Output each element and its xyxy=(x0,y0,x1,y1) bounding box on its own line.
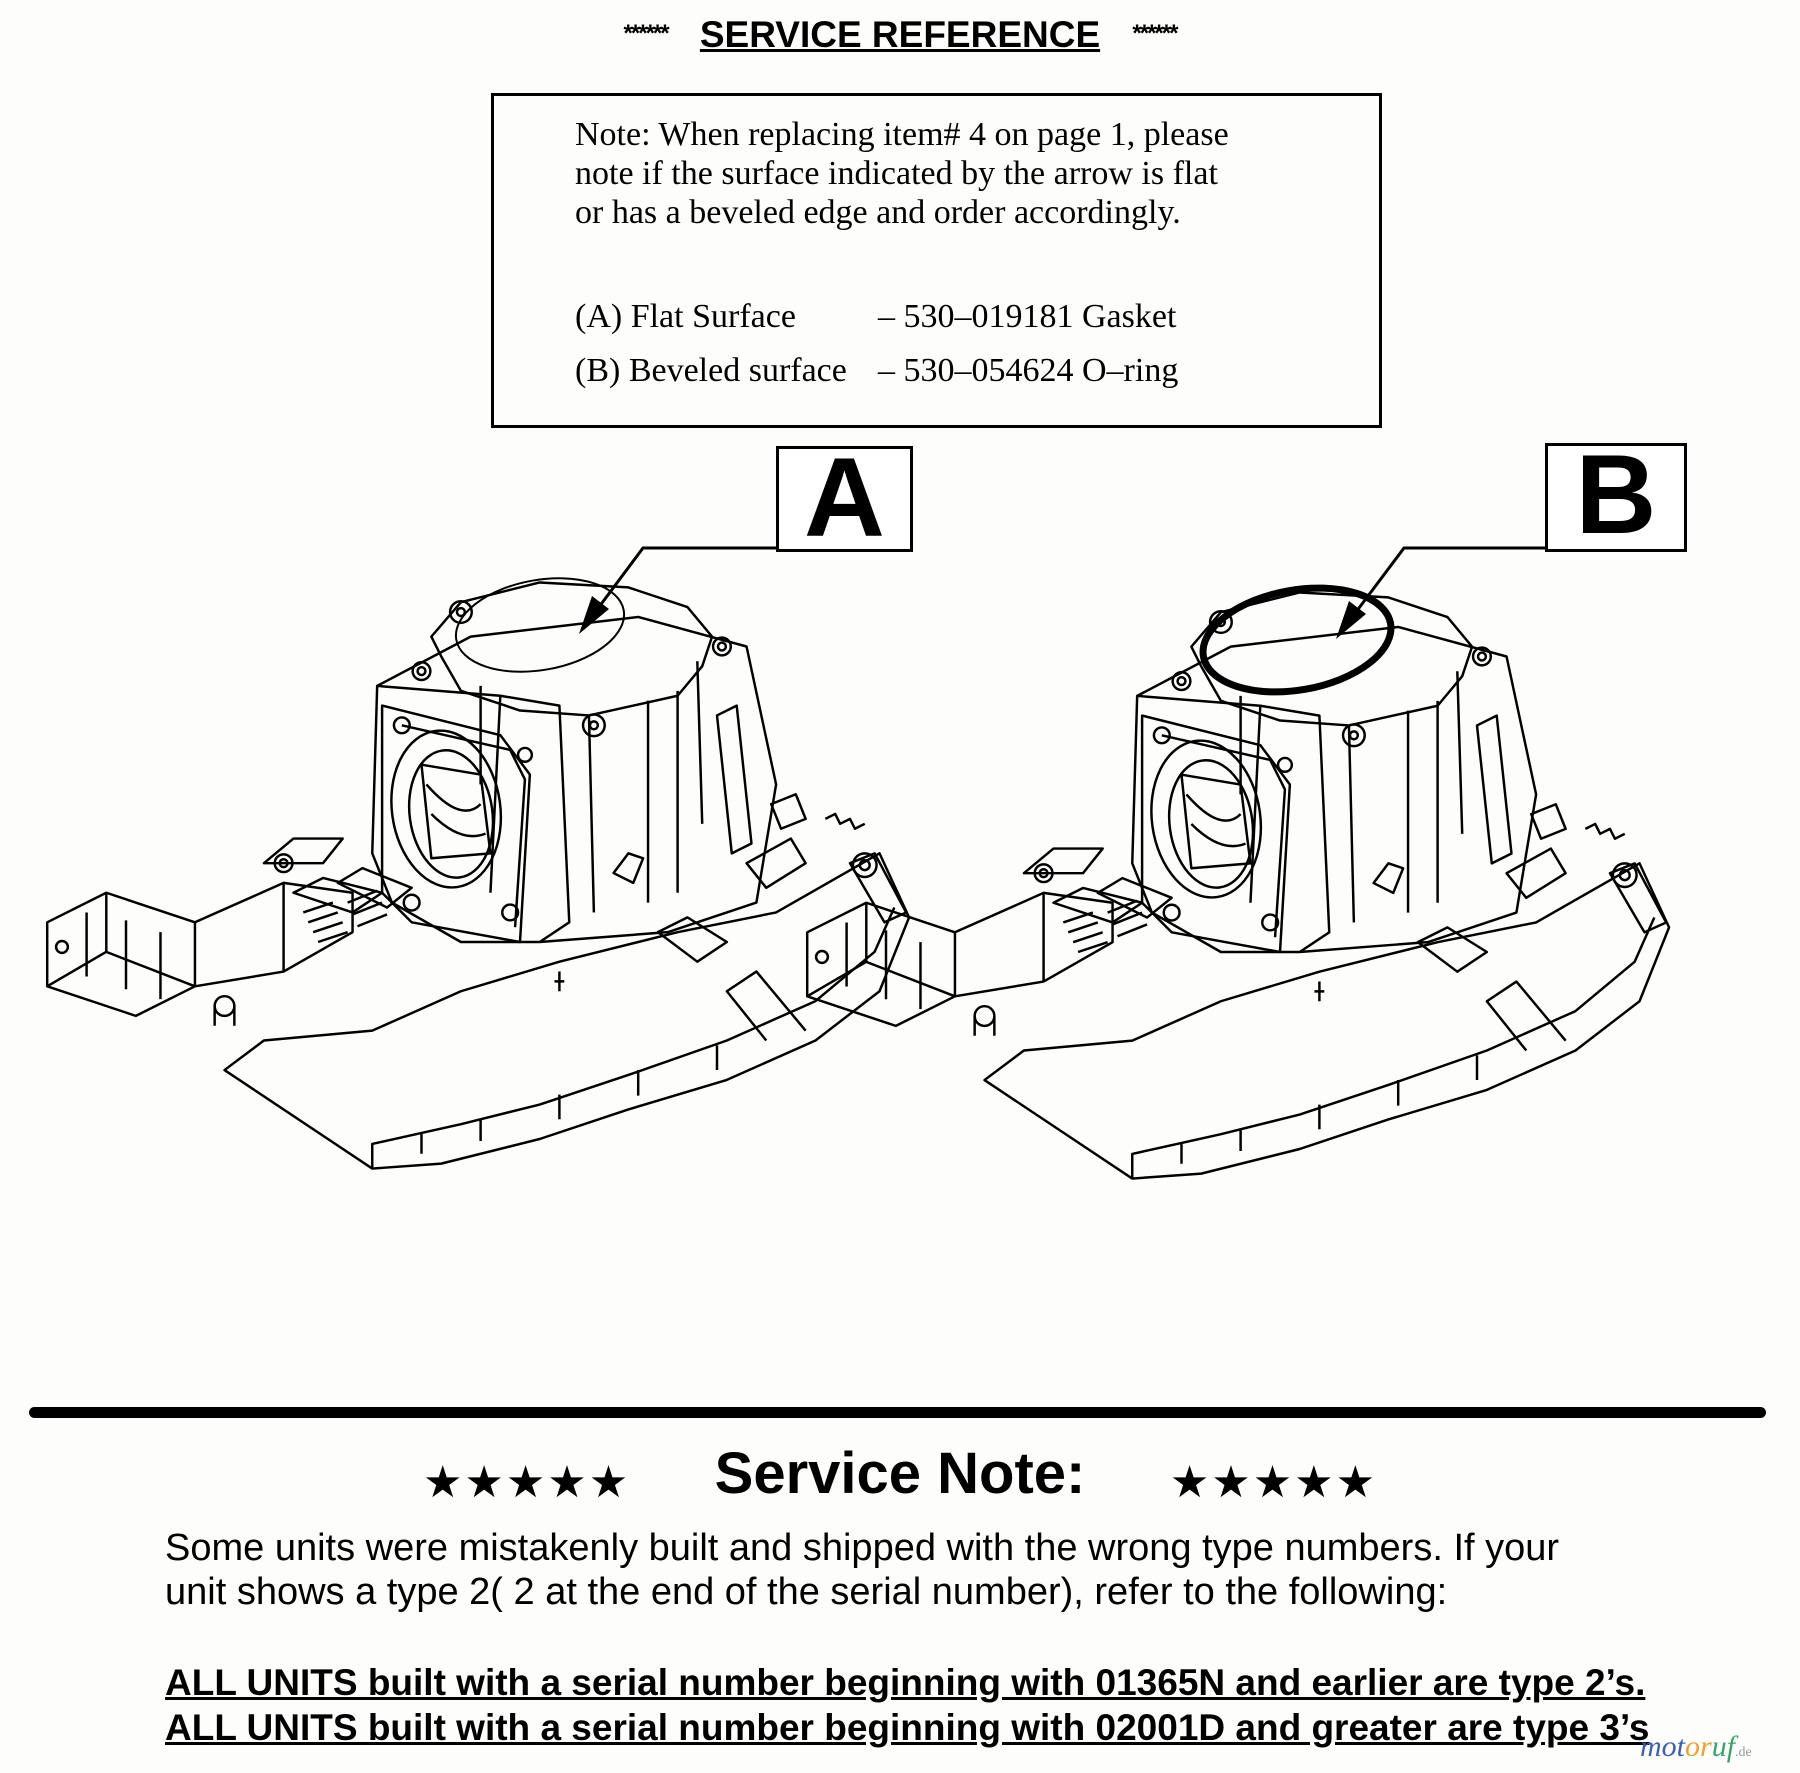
option-b: (B) Beveled surface – 530–054624 O–ring xyxy=(575,352,1178,390)
service-note-stars-left: ★★★★★ xyxy=(422,1458,631,1507)
section-divider xyxy=(29,1407,1766,1418)
header-stars-left: ****** xyxy=(623,20,670,47)
watermark-part: or xyxy=(1685,1730,1712,1763)
watermark-suffix: .de xyxy=(1735,1745,1752,1760)
service-note-header: ★★★★★ Service Note: ★★★★★ xyxy=(0,1440,1800,1508)
page-title: SERVICE REFERENCE xyxy=(699,14,1101,55)
figure-b-housing xyxy=(805,584,1671,1180)
service-note-text: Some units were mistakenly built and shi… xyxy=(165,1526,1725,1614)
note-box xyxy=(491,93,1382,428)
watermark-part: uf xyxy=(1711,1730,1736,1763)
page-header: ****** SERVICE REFERENCE ****** xyxy=(0,14,1800,56)
label-box-b: B xyxy=(1545,439,1687,552)
note-line: Note: When replacing item# 4 on page 1, … xyxy=(575,116,1229,153)
option-b-label: (B) Beveled surface xyxy=(575,352,847,389)
service-note-line: Some units were mistakenly built and shi… xyxy=(165,1527,1560,1569)
leader-lines xyxy=(591,546,1545,621)
label-box-a: A xyxy=(776,442,913,554)
serial-rule-type-3: ALL UNITS built with a serial number beg… xyxy=(165,1707,1650,1748)
option-a: (A) Flat Surface – 530–019181 Gasket xyxy=(575,298,1176,336)
service-note-line: unit shows a type 2( 2 at the end of the… xyxy=(165,1571,1448,1613)
leader-line-b xyxy=(1348,546,1545,621)
figure-a-housing xyxy=(45,577,911,1170)
arrow-a-icon xyxy=(579,596,609,634)
option-a-label: (A) Flat Surface xyxy=(575,298,796,335)
note-line: or has a beveled edge and order accordin… xyxy=(575,194,1181,231)
o-ring-highlight xyxy=(1199,584,1395,696)
header-stars-right: ****** xyxy=(1132,20,1178,47)
arrow-b-icon xyxy=(1336,601,1366,639)
serial-rule-type-2: ALL UNITS built with a serial number beg… xyxy=(165,1662,1646,1703)
option-b-part: – 530–054624 O–ring xyxy=(878,352,1179,389)
note-text: Note: When replacing item# 4 on page 1, … xyxy=(575,115,1229,232)
service-note-stars-right: ★★★★★ xyxy=(1169,1458,1378,1507)
note-line: note if the surface indicated by the arr… xyxy=(575,155,1218,192)
watermark-part: mot xyxy=(1640,1730,1685,1763)
engine-housing-illustrations xyxy=(45,546,1671,1180)
service-note-title: Service Note: xyxy=(714,1441,1086,1506)
watermark-logo: motoruf.de xyxy=(1640,1730,1752,1764)
leader-line-a xyxy=(591,546,776,616)
option-a-part: – 530–019181 Gasket xyxy=(878,298,1177,335)
